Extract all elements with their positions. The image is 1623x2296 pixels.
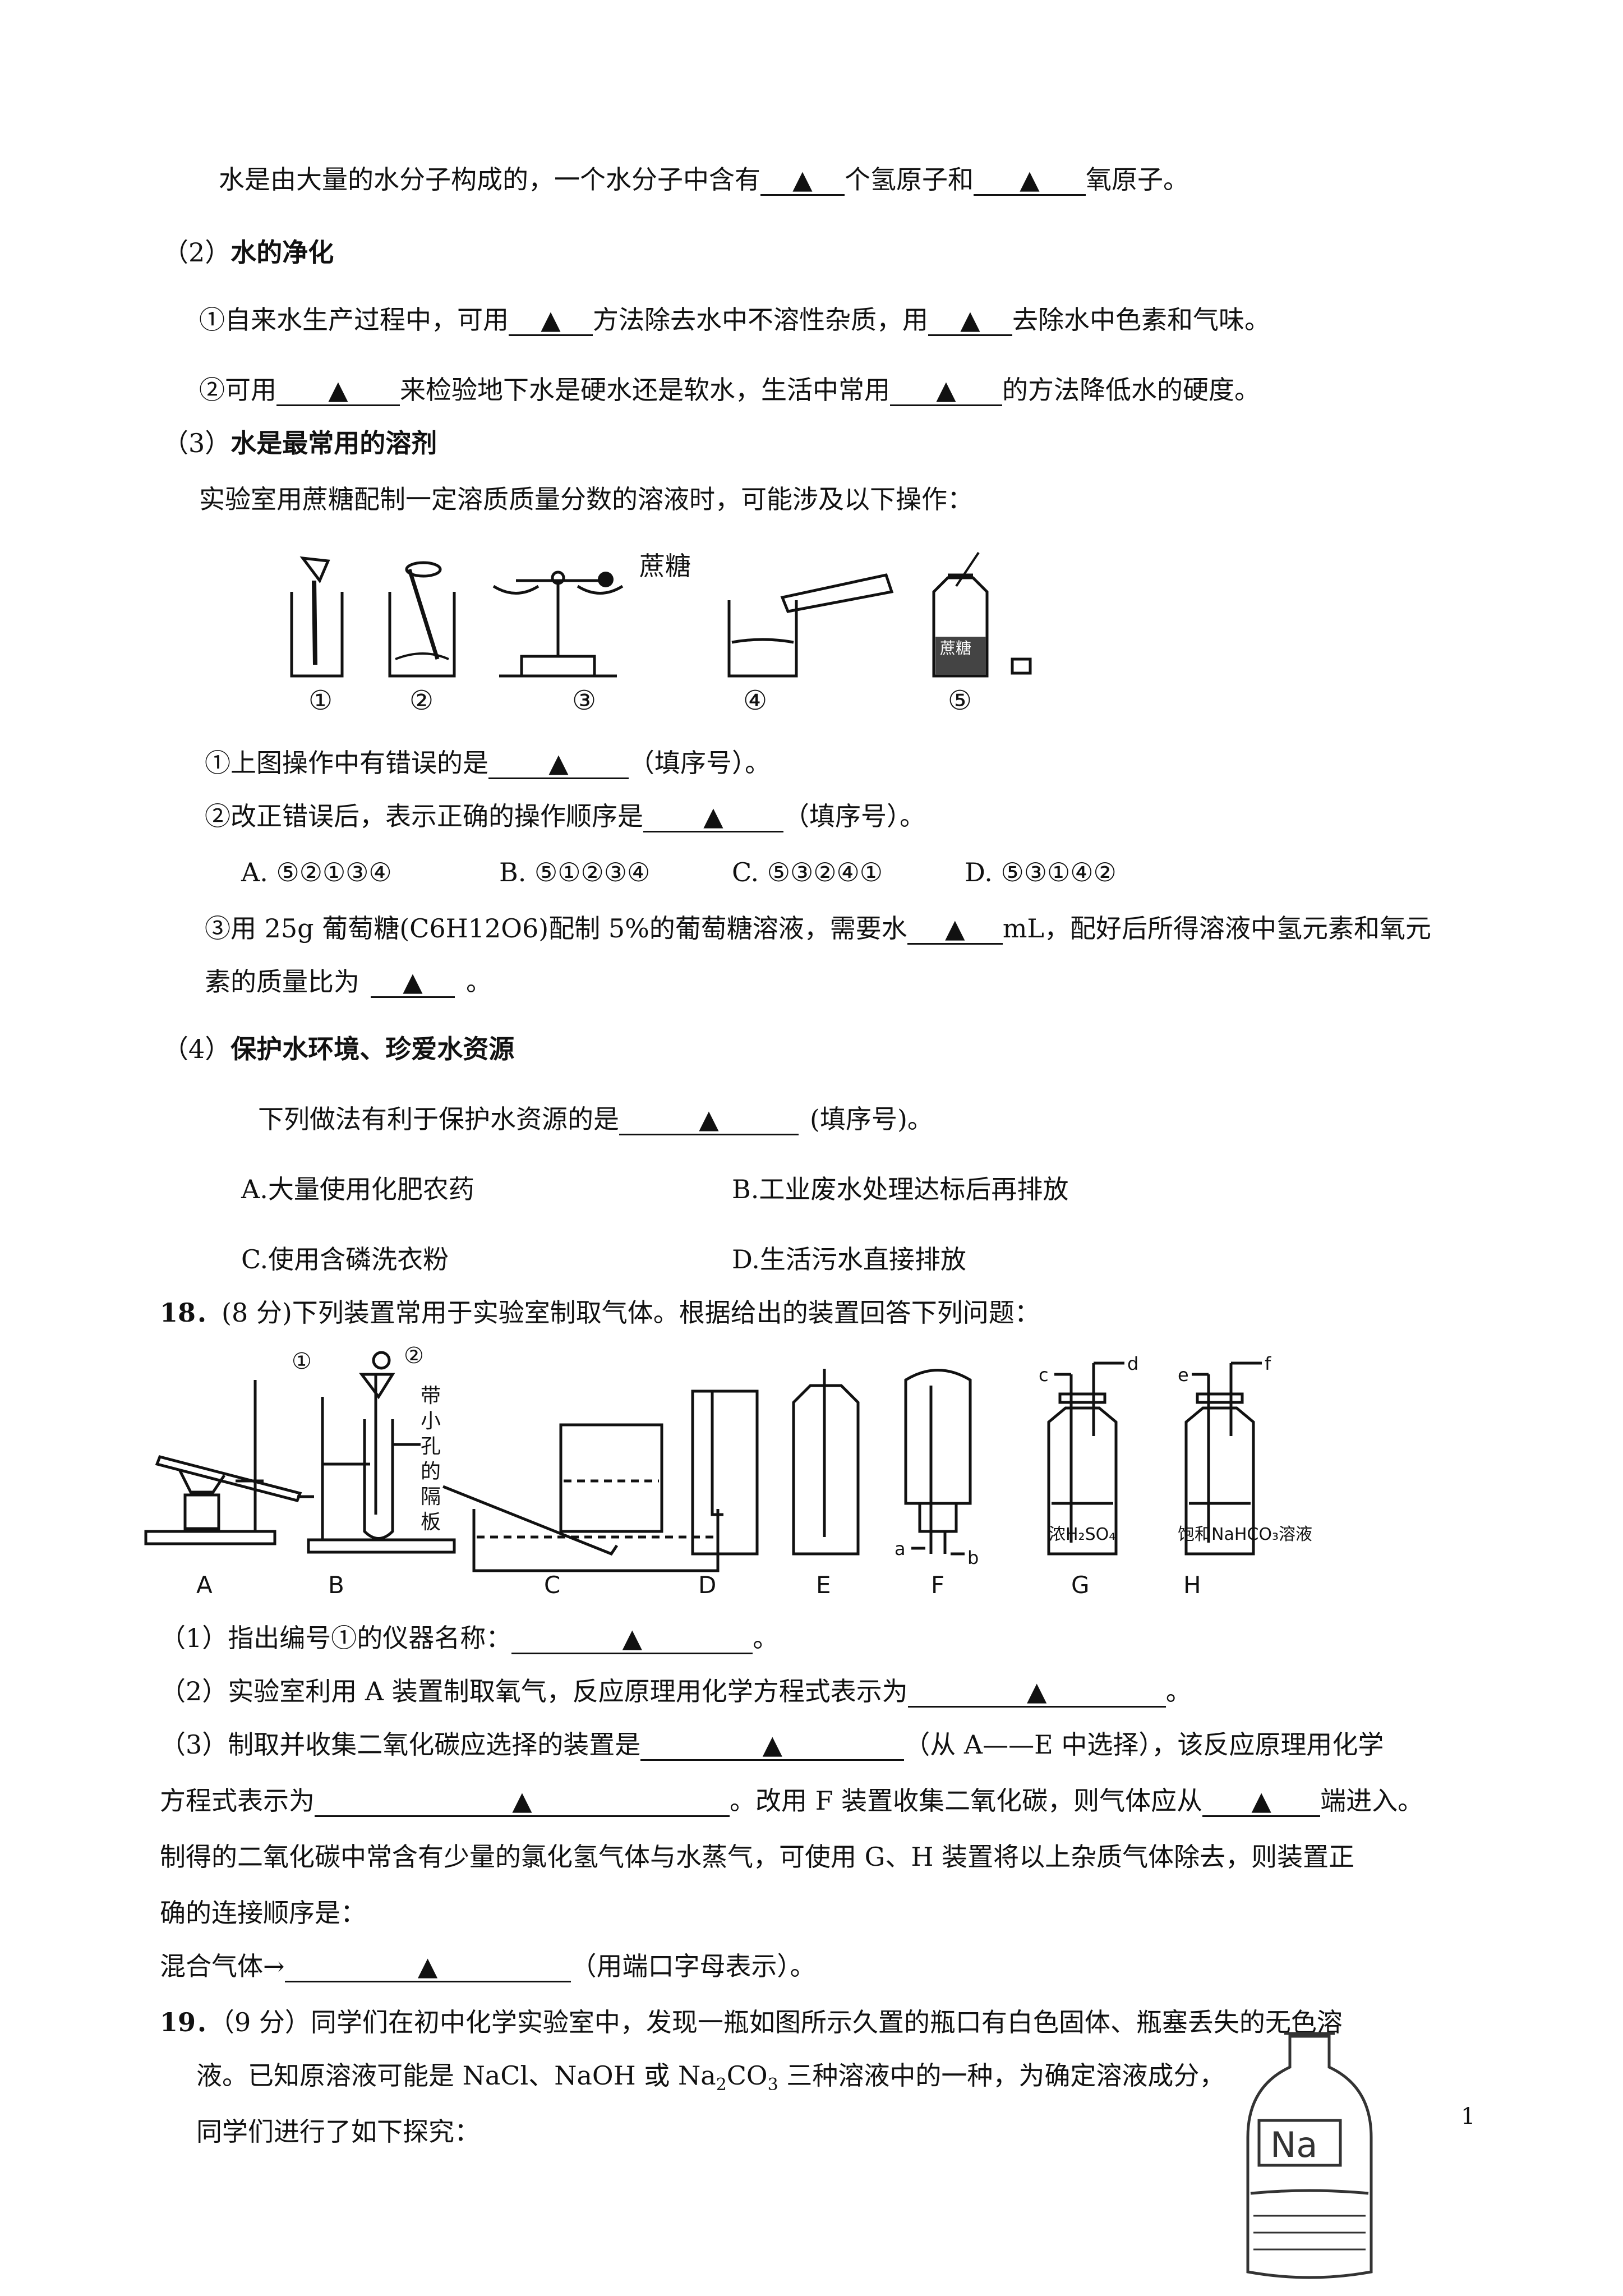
section-heading: （4）保护水环境、珍爱水资源 bbox=[163, 1034, 515, 1064]
purification-question-2: ②可用▲来检验地下水是硬水还是软水，生活中常用▲的方法降低水的硬度。 bbox=[199, 375, 1260, 406]
q18-mixed-gas: 混合气体→▲（用端口字母表示）。 bbox=[160, 1951, 816, 1982]
apparatus-letter: A bbox=[196, 1571, 213, 1599]
conc-sulfuric-acid-label: 浓H₂SO₄ bbox=[1049, 1525, 1115, 1544]
figure-number: ④ bbox=[743, 685, 767, 716]
answer-blank[interactable]: ▲ bbox=[907, 1677, 1166, 1708]
partition-label: 板 bbox=[421, 1511, 441, 1534]
q18-part1: （1）指出编号①的仪器名称：▲。 bbox=[160, 1623, 779, 1654]
port-b: b bbox=[967, 1547, 979, 1568]
label-1: ① bbox=[292, 1349, 312, 1374]
question-19: 19．（9 分）同学们在初中化学实验室中，发现一瓶如图所示久置的瓶口有白色固体、… bbox=[160, 2007, 1343, 2037]
section-heading: （3）水是最常用的溶剂 bbox=[163, 428, 437, 458]
q19-line2: 液。已知原溶液可能是 NaCl、NaOH 或 Na2CO3 三种溶液中的一种，为… bbox=[196, 2060, 1225, 2095]
glucose-question: ③用 25g 葡萄糖(C6H12O6)配制 5%的葡萄糖溶液，需要水▲mL，配好… bbox=[205, 913, 1431, 945]
answer-blank[interactable]: ▲ bbox=[511, 1623, 753, 1654]
bottle-label: 蔗糖 bbox=[940, 639, 971, 657]
port-a: a bbox=[895, 1538, 906, 1559]
answer-blank[interactable]: ▲ bbox=[488, 748, 629, 779]
partition-label: 的 bbox=[421, 1460, 441, 1483]
protect-water-question: 下列做法有利于保护水资源的是▲(填序号)。 bbox=[258, 1104, 933, 1135]
q18-part3-cont: 方程式表示为▲。改用 F 装置收集二氧化碳，则气体应从▲端进入。 bbox=[160, 1786, 1424, 1817]
answer-blank[interactable]: ▲ bbox=[1202, 1786, 1321, 1817]
reagent-bottle-figure: Na bbox=[1246, 2032, 1373, 2279]
apparatus-letter: C bbox=[544, 1571, 560, 1599]
port-f: f bbox=[1265, 1353, 1271, 1374]
option-b[interactable]: B. ⑤①②③④ bbox=[499, 857, 651, 887]
option-c[interactable]: C. ⑤③②④① bbox=[732, 857, 883, 887]
answer-blank[interactable]: ▲ bbox=[928, 305, 1012, 336]
figure-number: ③ bbox=[572, 685, 596, 716]
q18-impurity-text: 制得的二氧化碳中常含有少量的氯化氢气体与水蒸气，可使用 G、H 装置将以上杂质气… bbox=[160, 1842, 1355, 1872]
apparatus-letter: B bbox=[328, 1571, 344, 1599]
figure-number: ⑤ bbox=[948, 685, 972, 716]
port-e: e bbox=[1178, 1364, 1189, 1386]
solution-prep-figure: 蔗糖 蔗糖 ① ② ③ ④ ⑤ bbox=[290, 551, 1032, 716]
sugar-label: 蔗糖 bbox=[639, 551, 691, 581]
q19-line3: 同学们进行了如下探究： bbox=[196, 2116, 480, 2147]
gas-apparatus-figure: ① ② 带 小 孔 的 隔 板 a b c d e f 浓H₂SO₄ 饱和NaH… bbox=[144, 1346, 1312, 1599]
error-question: ①上图操作中有错误的是▲（填序号）。 bbox=[205, 748, 771, 779]
option-a[interactable]: A. ⑤②①③④ bbox=[241, 857, 392, 887]
answer-blank[interactable]: ▲ bbox=[619, 1105, 799, 1135]
partition-label: 隔 bbox=[421, 1485, 441, 1508]
option-d[interactable]: D.生活污水直接排放 bbox=[732, 1244, 966, 1274]
figure-number: ② bbox=[409, 685, 434, 716]
order-question: ②改正错误后，表示正确的操作顺序是▲（填序号）。 bbox=[205, 801, 925, 832]
apparatus-letter: G bbox=[1071, 1571, 1090, 1599]
port-d: d bbox=[1127, 1353, 1138, 1374]
q18-part2: （2）实验室利用 A 装置制取氧气，反应原理用化学方程式表示为▲。 bbox=[160, 1676, 1192, 1708]
partition-label: 小 bbox=[421, 1410, 441, 1433]
option-d[interactable]: D. ⑤③①④② bbox=[965, 857, 1117, 887]
answer-blank[interactable]: ▲ bbox=[284, 1952, 571, 1982]
solution-intro: 实验室用蔗糖配制一定溶质质量分数的溶液时，可能涉及以下操作： bbox=[199, 484, 973, 514]
q18-order-text: 确的连接顺序是： bbox=[160, 1898, 366, 1928]
option-c[interactable]: C.使用含磷洗衣粉 bbox=[241, 1244, 449, 1274]
answer-blank[interactable]: ▲ bbox=[315, 1786, 730, 1817]
port-c: c bbox=[1039, 1364, 1049, 1386]
water-molecule-question: 水是由大量的水分子构成的，一个水分子中含有▲个氢原子和▲氧原子。 bbox=[219, 164, 1189, 196]
apparatus-letter: E bbox=[816, 1571, 831, 1599]
answer-blank[interactable]: ▲ bbox=[974, 165, 1086, 196]
answer-blank[interactable]: ▲ bbox=[907, 914, 1003, 945]
answer-blank[interactable]: ▲ bbox=[640, 1730, 905, 1761]
apparatus-letter: D bbox=[698, 1571, 716, 1599]
partition-label: 孔 bbox=[421, 1435, 441, 1458]
label-2: ② bbox=[404, 1346, 424, 1369]
apparatus-letter: H bbox=[1183, 1571, 1201, 1599]
apparatus-letter: F bbox=[931, 1571, 944, 1599]
answer-blank[interactable]: ▲ bbox=[509, 305, 593, 336]
answer-blank[interactable]: ▲ bbox=[276, 375, 400, 406]
answer-blank[interactable]: ▲ bbox=[890, 375, 1002, 406]
question-18: 18．(8 分)下列装置常用于实验室制取气体。根据给出的装置回答下列问题： bbox=[160, 1297, 1040, 1328]
answer-blank[interactable]: ▲ bbox=[371, 967, 455, 998]
figure-number: ① bbox=[308, 685, 333, 716]
purification-question-1: ①自来水生产过程中，可用▲方法除去水中不溶性杂质，用▲去除水中色素和气味。 bbox=[199, 305, 1270, 336]
answer-blank[interactable]: ▲ bbox=[643, 802, 783, 832]
bottle-label-na: Na bbox=[1270, 2124, 1317, 2165]
section-heading: （2）水的净化 bbox=[163, 237, 334, 268]
sodium-bicarbonate-label: 饱和NaHCO₃溶液 bbox=[1178, 1525, 1312, 1544]
page-number: 1 bbox=[1461, 2104, 1476, 2129]
q18-part3: （3）制取并收集二氧化碳应选择的装置是▲（从 A——E 中选择），该反应原理用化… bbox=[160, 1729, 1384, 1761]
option-b[interactable]: B.工业废水处理达标后再排放 bbox=[732, 1174, 1069, 1204]
answer-blank[interactable]: ▲ bbox=[760, 165, 845, 196]
glucose-question-cont: 素的质量比为▲。 bbox=[205, 967, 492, 998]
partition-label: 带 bbox=[421, 1384, 441, 1407]
option-a[interactable]: A.大量使用化肥农药 bbox=[241, 1174, 474, 1204]
